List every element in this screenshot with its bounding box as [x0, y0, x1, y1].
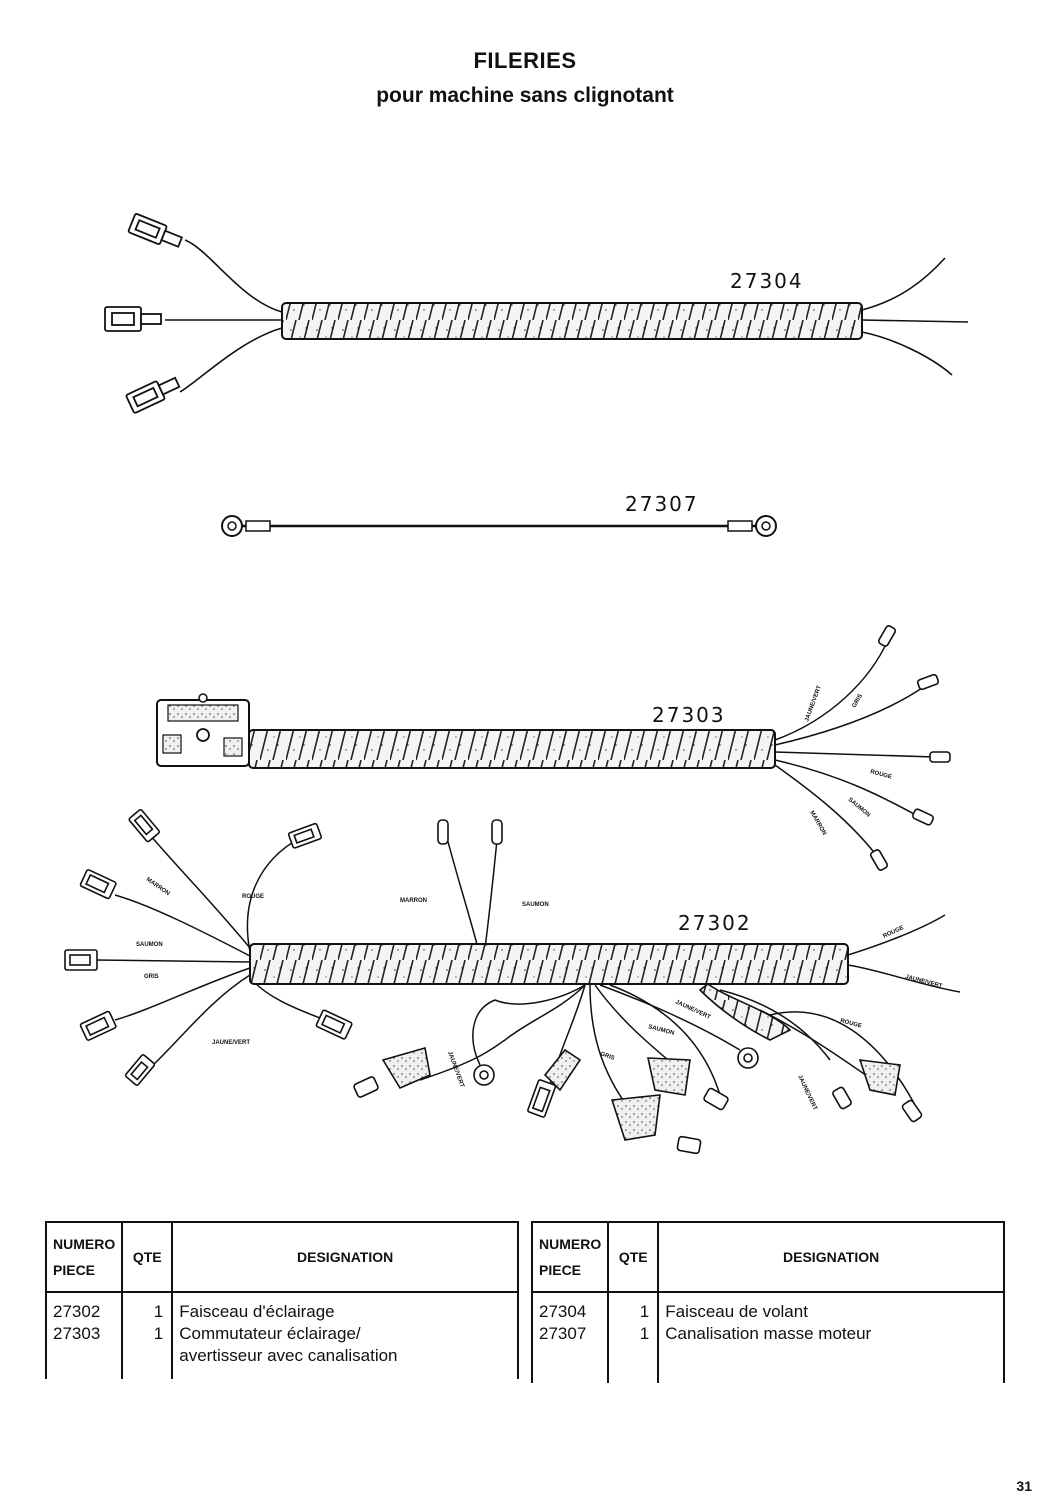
ground-cable-27307: 27307 [221, 492, 777, 537]
wire-label-marron: MARRON [808, 810, 827, 836]
page-title: FILERIES [473, 48, 577, 73]
part-number-27304: 27304 [730, 269, 804, 293]
part-number-27303: 27303 [652, 703, 726, 727]
wiring-diagram: 27304 27307 [64, 213, 969, 1155]
wire-label-saumon-top: SAUMON [522, 902, 549, 908]
header-designation: DESIGNATION [172, 1222, 518, 1293]
wire-label-gris-left: GRIS [144, 974, 159, 980]
wire-label-marron-left: MARRON [145, 877, 171, 897]
lighting-harness-27302: ROUGE MARRON SAUMON GRIS JAUNE/VERT MARR… [64, 809, 961, 1155]
switch-harness-27303: JAUNE/VERT GRIS ROUGE SAUMON MARRON 2730… [156, 625, 951, 871]
wires-27303 [774, 639, 936, 861]
wire-label-saumon: SAUMON [847, 797, 871, 819]
wire-label-jaune-vert-left: JAUNE/VERT [212, 1040, 250, 1046]
part-number-27307: 27307 [625, 492, 699, 516]
page-number: 31 [1016, 1478, 1032, 1494]
sleeve-27302 [249, 943, 849, 985]
header-qte: QTE [122, 1222, 174, 1293]
switch-knob [196, 728, 210, 742]
header-qte: QTE [608, 1222, 660, 1293]
wire-label-gris: GRIS [852, 693, 865, 709]
harness-27304: 27304 [104, 213, 969, 414]
wire-label-rouge: ROUGE [869, 769, 892, 780]
sleeve-27304 [281, 302, 863, 340]
wires-27304 [165, 239, 969, 393]
branch-sleeve [698, 983, 792, 1041]
part-number-27302: 27302 [678, 911, 752, 935]
wire-label-rouge-bottom: ROUGE [839, 1018, 862, 1029]
connectors-27302 [64, 809, 923, 1155]
wire-label-marron-top: MARRON [400, 898, 427, 904]
wire-label-saumon-left: SAUMON [136, 942, 163, 948]
wire-label-jaune-vert-right: JAUNE/VERT [904, 974, 943, 990]
wire-label-gris-bottom: GRIS [599, 1051, 615, 1062]
connector-terminals-27304 [104, 213, 184, 414]
wire-label-jaune-vert-bottom3: JAUNE/VERT [796, 1074, 818, 1111]
spade-connectors-27303 [869, 625, 951, 871]
wire-label-rouge-left: ROUGE [242, 894, 264, 900]
wire-label-saumon-bottom: SAUMON [647, 1024, 674, 1037]
page-subtitle: pour machine sans clignotant [376, 84, 674, 107]
sleeve-27303 [248, 729, 776, 769]
wire-label-rouge-right: ROUGE [882, 925, 904, 940]
header-designation: DESIGNATION [658, 1222, 1004, 1293]
